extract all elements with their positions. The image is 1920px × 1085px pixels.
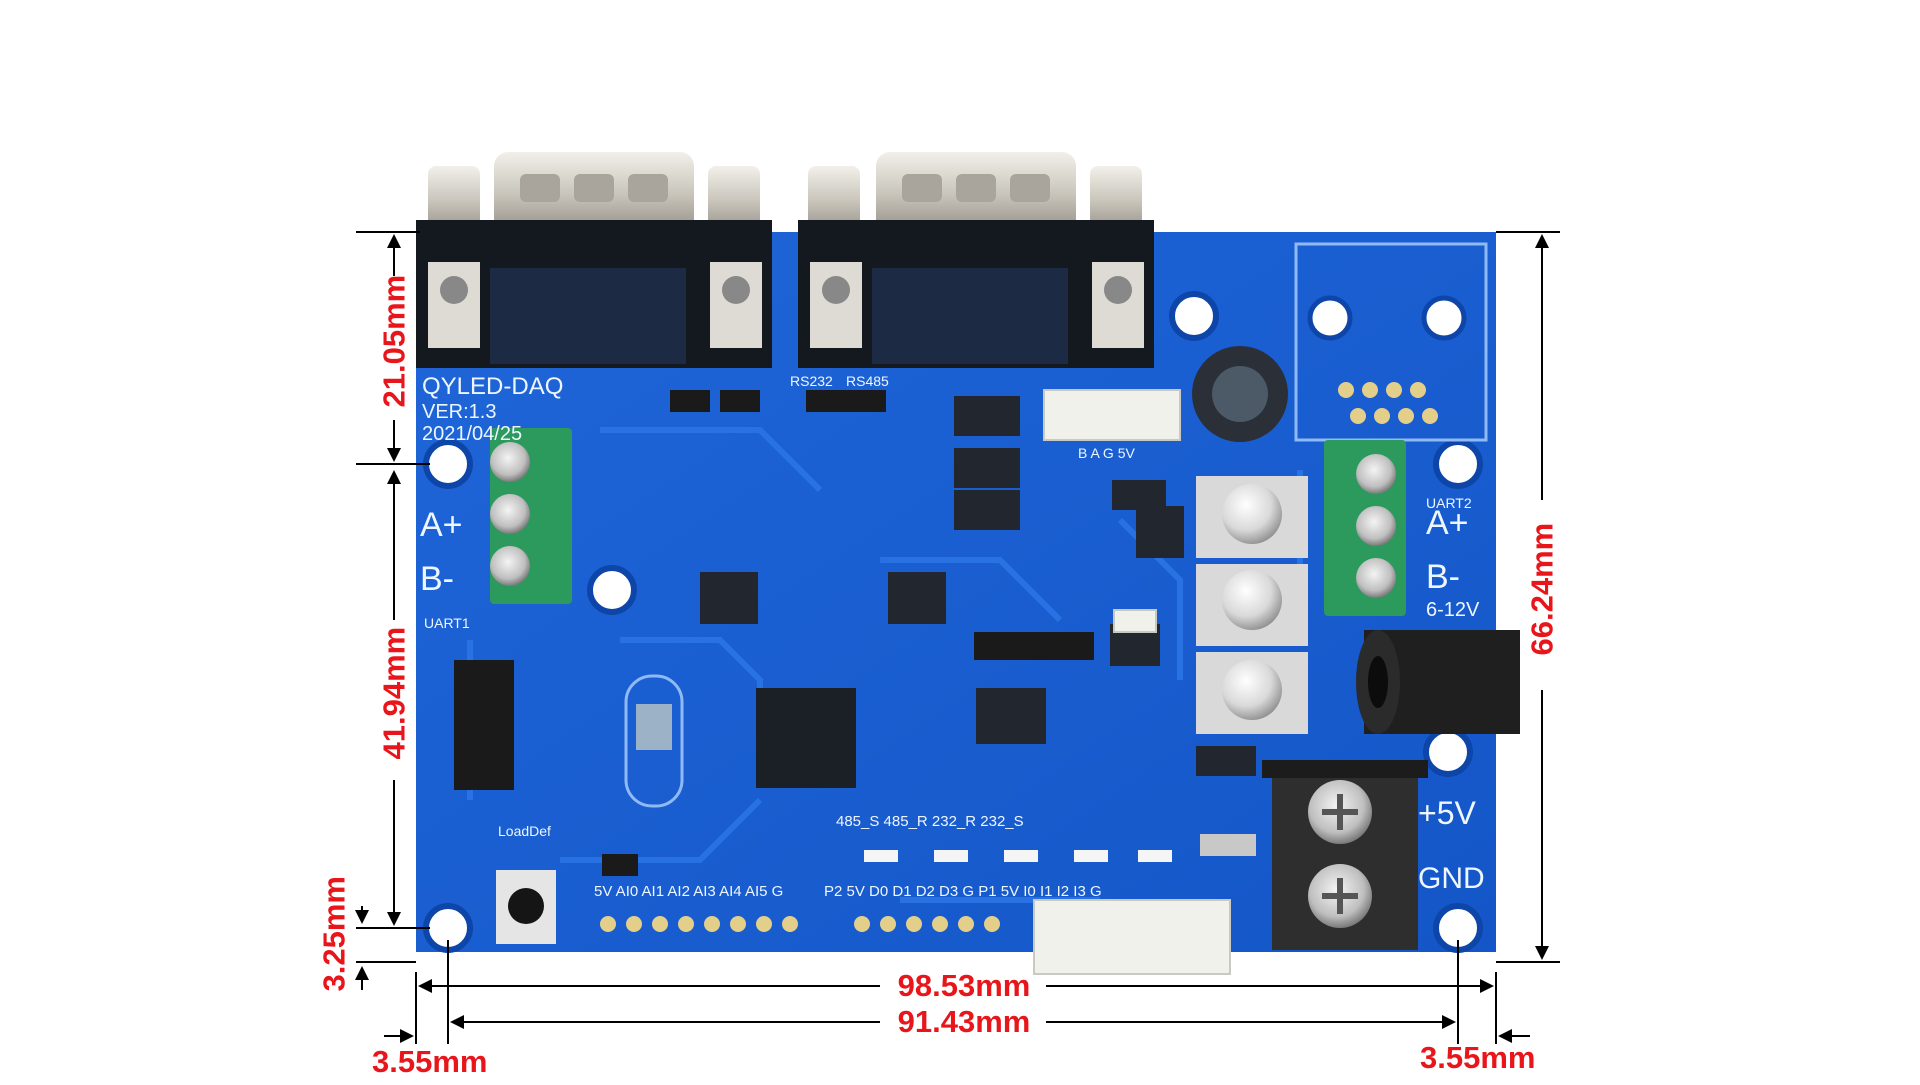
terminal-block-uart1 [490,428,572,604]
pin-headers [454,390,1094,876]
silk-gnd: GND [1418,862,1485,895]
integrated-circuits [700,396,1256,856]
electrolytic-capacitors [1196,476,1308,734]
silk-pin-row-right: P2 5V D0 D1 D2 D3 G P1 5V I0 I1 I2 I3 G [824,883,1102,900]
dim-right-margin: 3.55mm [1420,1040,1536,1075]
silk-rs485: RS485 [846,373,889,389]
silk-led-row: 485_S 485_R 232_R 232_S [836,813,1024,830]
silk-a-plus-left: A+ [420,506,463,544]
dim-hole-spacing-vertical: 41.94mm [376,626,412,760]
white-connectors [1033,389,1231,975]
silk-b-minus-right: B- [1426,558,1460,596]
dimension-arrowheads [355,234,1549,1043]
silk-brand: QYLED-DAQ [422,373,563,400]
dim-left-margin: 3.55mm [372,1044,488,1079]
db9-connector-uart2 [798,152,1154,368]
crystal-y1 [624,674,684,808]
silk-b-minus-left: B- [420,560,454,598]
dim-bottom-margin: 3.25mm [316,876,352,992]
silk-date: 2021/04/25 [422,423,522,445]
status-leds [864,850,1172,862]
silk-voltage-range: 6-12V [1426,599,1480,621]
power-terminal-block [1262,760,1428,950]
dc-power-jack [1356,630,1520,734]
rj45-pads [1338,382,1438,424]
dim-top-margin: 21.05mm [376,274,412,408]
silk-pin-row-left: 5V AI0 AI1 AI2 AI3 AI4 AI5 G [594,883,783,900]
db9-connector-uart1 [416,152,772,368]
silk-version: VER:1.3 [422,401,496,423]
silk-a-plus-right: A+ [1426,504,1469,542]
dim-hole-spacing-horizontal: 91.43mm [897,1004,1031,1039]
dim-board-width: 98.53mm [897,968,1031,1003]
silk-plus-5v: +5V [1418,795,1476,831]
silk-uart1: UART1 [424,615,470,631]
silk-rs232: RS232 [790,373,833,389]
silk-rf-row: B A G 5V [1078,445,1135,461]
dim-board-height: 66.24mm [1524,522,1560,656]
terminal-block-uart2 [1324,440,1406,616]
silk-loaddef: LoadDef [498,823,551,839]
silk-uart2: UART2 [1426,495,1472,511]
loaddef-push-button [496,870,556,944]
header-pads [600,916,1000,932]
